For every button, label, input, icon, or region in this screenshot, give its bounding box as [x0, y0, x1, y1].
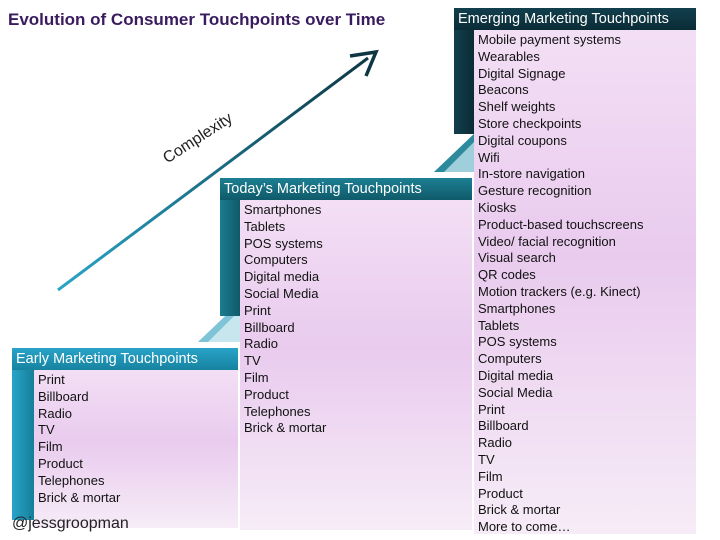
- stage-early-sidebar: [12, 370, 34, 520]
- list-item: Brick & mortar: [244, 420, 327, 436]
- page-title: Evolution of Consumer Touchpoints over T…: [8, 10, 386, 29]
- list-item: Billboard: [38, 388, 89, 404]
- list-item: Product: [244, 386, 289, 402]
- list-item: TV: [244, 353, 261, 369]
- complexity-arrow-head: [349, 49, 379, 77]
- list-item: More to come…: [478, 519, 571, 535]
- stage-emerging: Emerging Marketing Touchpoints Mobile pa…: [454, 8, 696, 534]
- list-item: Radio: [244, 336, 278, 352]
- list-item: Kiosks: [478, 199, 517, 215]
- list-item: Telephones: [244, 403, 311, 419]
- list-item: Product: [38, 455, 83, 471]
- list-item: Brick & mortar: [38, 489, 121, 505]
- list-item: Smartphones: [244, 202, 322, 217]
- list-item: TV: [478, 451, 495, 467]
- list-item: Motion trackers (e.g. Kinect): [478, 283, 641, 299]
- stage-early-header: Early Marketing Touchpoints: [12, 348, 238, 370]
- list-item: Digital media: [478, 367, 554, 383]
- list-item: Shelf weights: [478, 99, 556, 115]
- list-item: Radio: [478, 435, 512, 451]
- list-item: POS systems: [478, 334, 557, 350]
- stage-today-sidebar: [220, 200, 242, 316]
- list-item: Radio: [38, 405, 72, 421]
- list-item: Wifi: [478, 149, 500, 165]
- list-item: Digital Signage: [478, 65, 566, 81]
- list-item: Gesture recognition: [478, 183, 592, 199]
- list-item: TV: [38, 422, 55, 438]
- list-item: Tablets: [244, 218, 286, 234]
- list-item: Computers: [478, 351, 542, 367]
- list-item: Beacons: [478, 82, 529, 98]
- stage-today-header: Today’s Marketing Touchpoints: [220, 178, 472, 200]
- list-item: Visual search: [478, 250, 556, 266]
- list-item: Product-based touchscreens: [478, 216, 644, 232]
- list-item: Film: [478, 468, 503, 484]
- list-item: Store checkpoints: [478, 115, 582, 131]
- list-item: Product: [478, 485, 523, 501]
- list-item: Computers: [244, 252, 308, 268]
- list-item: Print: [38, 372, 65, 387]
- list-item: Wearables: [478, 48, 540, 64]
- list-item: Tablets: [478, 317, 520, 333]
- complexity-arrow-line: [57, 56, 369, 292]
- list-item: Telephones: [38, 472, 105, 488]
- list-item: Mobile payment systems: [478, 32, 622, 47]
- list-item: Smartphones: [478, 300, 556, 316]
- list-item: Video/ facial recognition: [478, 233, 616, 249]
- list-item: Social Media: [244, 285, 319, 301]
- list-item: In-store navigation: [478, 166, 585, 182]
- list-item: Social Media: [478, 384, 553, 400]
- list-item: Film: [38, 439, 63, 455]
- list-item: Digital media: [244, 269, 320, 285]
- stage-emerging-header: Emerging Marketing Touchpoints: [454, 8, 696, 30]
- list-item: Print: [478, 401, 505, 417]
- list-item: Print: [244, 302, 271, 318]
- list-item: QR codes: [478, 267, 536, 283]
- list-item: Digital coupons: [478, 132, 567, 148]
- stage-emerging-sidebar: [454, 30, 476, 134]
- stage-today: Today’s Marketing Touchpoints Smartphone…: [220, 178, 472, 530]
- author-credit: @jessgroopman: [12, 515, 129, 532]
- list-item: Brick & mortar: [478, 502, 561, 518]
- list-item: Billboard: [478, 418, 529, 434]
- list-item: Film: [244, 369, 269, 385]
- step-connector-today-emerging-edge: [434, 132, 476, 172]
- list-item: POS systems: [244, 235, 323, 251]
- list-item: Billboard: [244, 319, 295, 335]
